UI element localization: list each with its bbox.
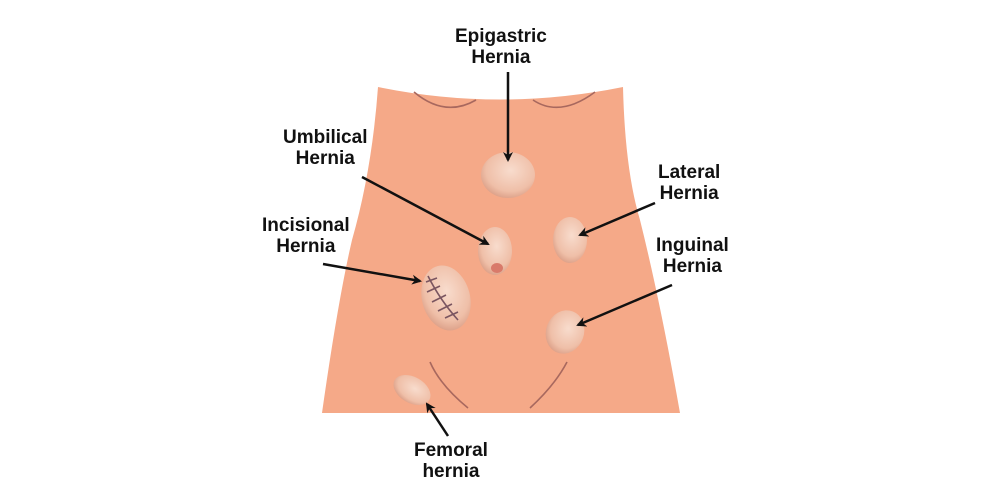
groin-line-right (529, 361, 568, 409)
label-line: Lateral (658, 162, 721, 183)
inguinal-bulge (545, 310, 585, 354)
umbilical-bulge (478, 227, 512, 275)
label-line: Femoral (414, 440, 488, 461)
label-line: Umbilical (283, 127, 368, 148)
incisional-bulge (421, 265, 471, 331)
label-line: Hernia (295, 148, 355, 169)
label-line: Epigastric (455, 26, 547, 47)
groin-line-left (429, 361, 469, 409)
chest-line-left (413, 91, 477, 109)
label-line: Hernia (662, 256, 722, 277)
incisional-arrow (322, 262, 422, 285)
label-line: Hernia (659, 183, 719, 204)
label-line: Hernia (471, 47, 531, 68)
lateral-bulge (553, 217, 587, 263)
label-line: Hernia (276, 236, 336, 257)
label-line: Inguinal (656, 235, 729, 256)
lateral-arrow (578, 201, 656, 237)
femoral-bulge (393, 374, 431, 406)
epigastric-bulge (481, 152, 535, 198)
inguinal-arrow (576, 283, 673, 327)
label-line: hernia (422, 461, 480, 482)
femoral-arrow (425, 402, 450, 437)
chest-line-right (532, 91, 596, 109)
umbilical-arrow (361, 175, 490, 246)
label-line: Incisional (262, 215, 350, 236)
